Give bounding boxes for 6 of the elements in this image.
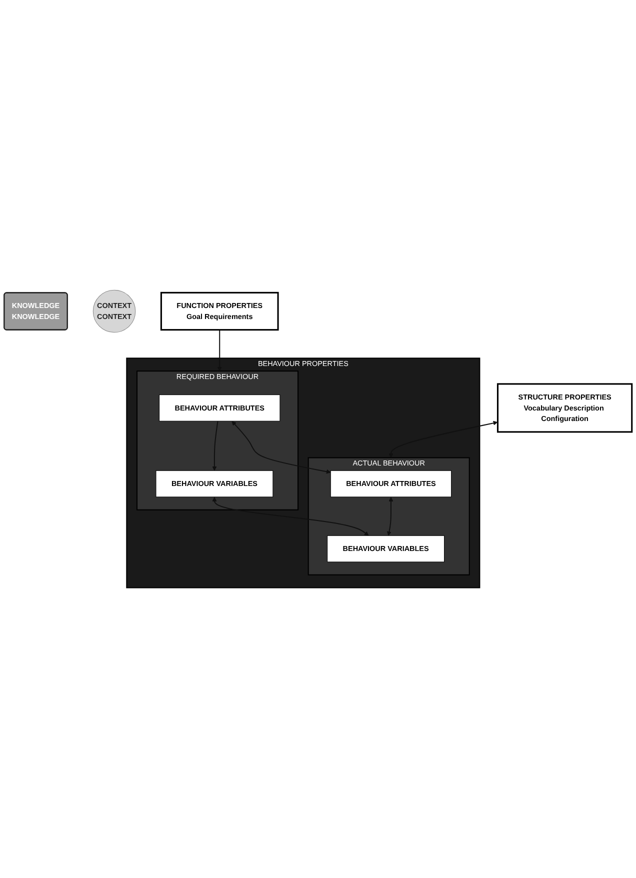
arrow [232,421,331,474]
arrow [212,497,369,536]
arrow [217,330,222,372]
arrow [388,420,498,458]
arrow [386,497,394,536]
arrow [212,421,218,471]
